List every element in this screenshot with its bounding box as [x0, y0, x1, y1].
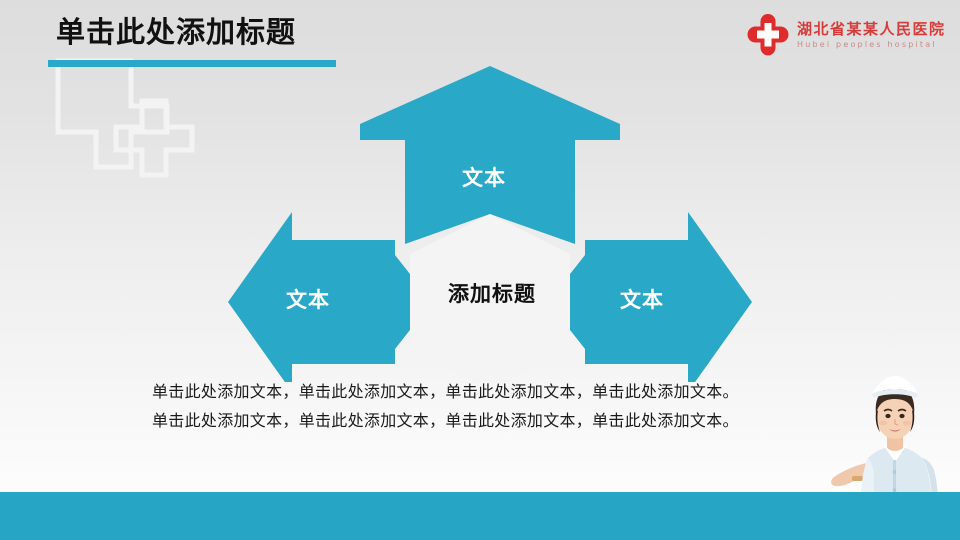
logo-name-cn: 湖北省某某人民医院: [797, 19, 946, 38]
red-cross-icon: [745, 13, 791, 57]
arrow-left-shape: [228, 212, 432, 382]
arrow-right-shape: [548, 212, 752, 382]
arrow-left-label: 文本: [286, 288, 330, 312]
outline-cross-large-icon: [55, 58, 170, 170]
body-paragraph: 单击此处添加文本，单击此处添加文本，单击此处添加文本，单击此处添加文本。: [152, 382, 739, 401]
page-title: 单击此处添加标题: [56, 15, 297, 49]
arrow-right-label: 文本: [620, 288, 664, 312]
outline-cross-small-icon: [113, 98, 195, 178]
body-text-block: 单击此处添加文本，单击此处添加文本，单击此处添加文本，单击此处添加文本。 单击此…: [152, 377, 852, 435]
hospital-logo: 湖北省某某人民医院 Hubei peoples hospital: [745, 10, 955, 60]
bottom-accent-bar: [0, 492, 960, 540]
arrow-up-shape: [360, 66, 620, 244]
center-hexagon-shape: [410, 214, 570, 382]
three-arrow-diagram: 文本 文本 文本 添加标题: [220, 62, 760, 382]
logo-text: 湖北省某某人民医院 Hubei peoples hospital: [797, 20, 946, 51]
title-underline: [48, 60, 336, 67]
body-paragraph: 单击此处添加文本，单击此处添加文本，单击此处添加文本，单击此处添加文本。: [152, 411, 739, 430]
center-title-label: 添加标题: [448, 282, 536, 306]
arrow-up-label: 文本: [462, 166, 506, 190]
logo-name-en: Hubei peoples hospital: [797, 39, 937, 49]
